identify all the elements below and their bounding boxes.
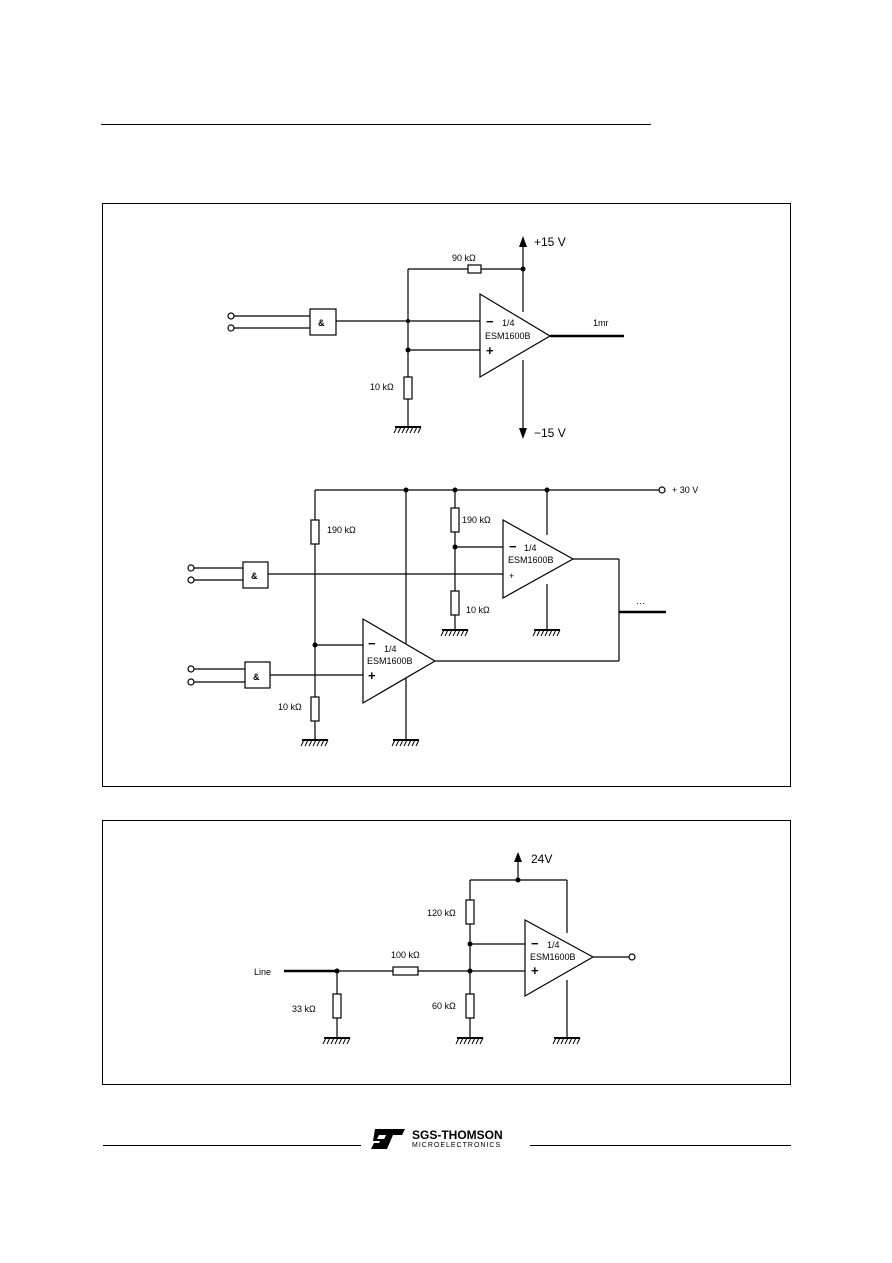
c3-r-input-label: 33 kΩ	[292, 1004, 316, 1014]
figure-frame-bottom	[102, 820, 791, 1085]
c1-minus-sign: −	[486, 314, 494, 329]
c1-supply-neg-label: −15 V	[534, 426, 566, 440]
c2-upper-opamp-fraction: 1/4	[524, 543, 537, 553]
c3-opamp-fraction: 1/4	[547, 940, 560, 950]
c1-r-feedback-label: 90 kΩ	[452, 253, 476, 263]
header-rule	[101, 124, 651, 125]
c3-r-series-label: 100 kΩ	[391, 950, 420, 960]
c2-upper-minus-sign: −	[509, 539, 517, 554]
c1-supply-pos-label: +15 V	[534, 235, 566, 249]
c1-opamp-fraction: 1/4	[502, 318, 515, 328]
circuit-1	[227, 247, 624, 432]
c2-r-top-left-label: 190 kΩ	[327, 525, 356, 535]
footer-rule-left	[103, 1145, 361, 1146]
c2-upper-opamp-part: ESM1600B	[508, 555, 554, 565]
c2-lower-opamp-fraction: 1/4	[384, 644, 397, 654]
c2-upper-plus-sign: +	[509, 571, 514, 581]
c2-gate-upper-symbol: &	[251, 571, 258, 581]
c3-r-top-label: 120 kΩ	[427, 908, 456, 918]
circuit-3	[284, 862, 636, 1038]
c2-r-bottom-left-label: 10 kΩ	[278, 702, 302, 712]
c3-r-bottom-label: 60 kΩ	[432, 1001, 456, 1011]
c2-r-bottom-right-label: 10 kΩ	[466, 605, 490, 615]
c2-lower-minus-sign: −	[368, 636, 376, 651]
c2-gate-lower-symbol: &	[253, 672, 260, 682]
c2-supply-label: + 30 V	[672, 485, 698, 495]
c3-input-label: Line	[254, 967, 271, 977]
c2-output-label: …	[636, 596, 645, 606]
c1-plus-sign: +	[486, 343, 494, 358]
brand-name: SGS-THOMSON	[412, 1128, 503, 1142]
c2-lower-plus-sign: +	[368, 668, 376, 683]
footer-rule-right	[530, 1145, 791, 1146]
c2-lower-opamp-part: ESM1600B	[367, 656, 413, 666]
c3-plus-sign: +	[531, 963, 539, 978]
st-logo-icon	[371, 1129, 405, 1149]
c1-output-label: 1mr	[593, 318, 609, 328]
c1-gate-symbol: &	[318, 318, 325, 328]
brand-subtitle: MICROELECTRONICS	[412, 1142, 502, 1149]
circuit-2	[187, 486, 666, 740]
figure-frame-top	[102, 203, 791, 787]
c3-minus-sign: −	[531, 936, 539, 951]
c3-supply-label: 24V	[531, 852, 552, 866]
c1-opamp-part: ESM1600B	[485, 331, 531, 341]
c2-r-top-right-label: 190 kΩ	[462, 515, 491, 525]
c3-opamp-part: ESM1600B	[530, 952, 576, 962]
c1-r-ground-label: 10 kΩ	[370, 382, 394, 392]
